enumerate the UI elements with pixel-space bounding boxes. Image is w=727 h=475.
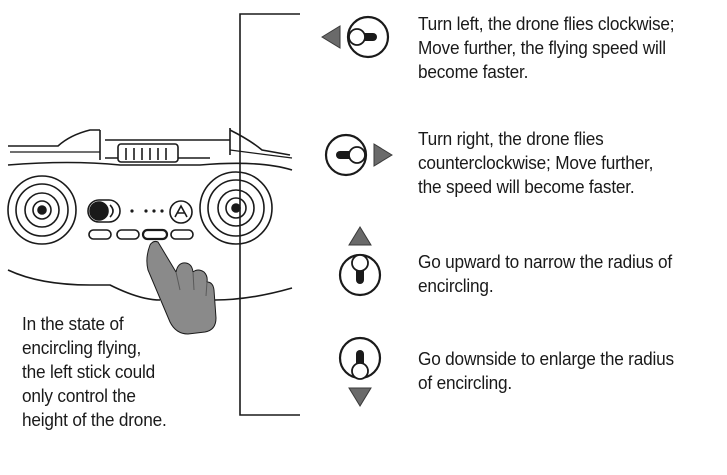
instruction-line: counterclockwise; Move further, bbox=[418, 152, 654, 173]
note-line: height of the drone. bbox=[22, 409, 167, 430]
left-stick bbox=[7, 175, 77, 245]
instruction-go-up: Go upward to narrow the radius of encirc… bbox=[418, 250, 702, 298]
note-line: the left stick could bbox=[22, 361, 156, 382]
right-stick bbox=[199, 171, 273, 245]
note-line: In the state of bbox=[22, 313, 124, 334]
note-line: encircling flying, bbox=[22, 337, 142, 358]
stick-up-icon bbox=[338, 226, 382, 297]
instruction-line: of encircling. bbox=[418, 372, 512, 393]
connector-bracket bbox=[239, 13, 300, 416]
indicator-dots-icon bbox=[130, 209, 164, 213]
instruction-line: Go downside to enlarge the radius bbox=[418, 348, 674, 369]
drone-icon bbox=[169, 200, 193, 224]
hand-pointer-icon bbox=[145, 240, 217, 335]
instruction-line: become faster. bbox=[418, 61, 529, 82]
instruction-line: Move further, the flying speed will bbox=[418, 37, 666, 58]
phone-clamp bbox=[105, 143, 210, 163]
instruction-line: Turn right, the drone flies bbox=[418, 128, 604, 149]
stick-down-icon bbox=[338, 336, 382, 407]
stick-right-icon bbox=[324, 133, 393, 177]
instruction-line: Go upward to narrow the radius of bbox=[418, 251, 672, 272]
remote-controller bbox=[7, 128, 293, 301]
instruction-turn-left: Turn left, the drone flies clockwise; Mo… bbox=[418, 12, 702, 84]
instruction-go-down: Go downside to enlarge the radius of enc… bbox=[418, 347, 702, 395]
instruction-line: Turn left, the drone flies clockwise; bbox=[418, 13, 675, 34]
note-line: only control the bbox=[22, 385, 136, 406]
instruction-line: the speed will become faster. bbox=[418, 176, 635, 197]
button-row bbox=[88, 228, 194, 241]
instruction-line: encircling. bbox=[418, 275, 494, 296]
encircling-note: In the state of encircling flying, the l… bbox=[22, 312, 217, 432]
stick-left-icon bbox=[321, 15, 390, 59]
gimbal-wheel-icon bbox=[87, 199, 121, 223]
instruction-turn-right: Turn right, the drone flies counterclock… bbox=[418, 127, 702, 199]
